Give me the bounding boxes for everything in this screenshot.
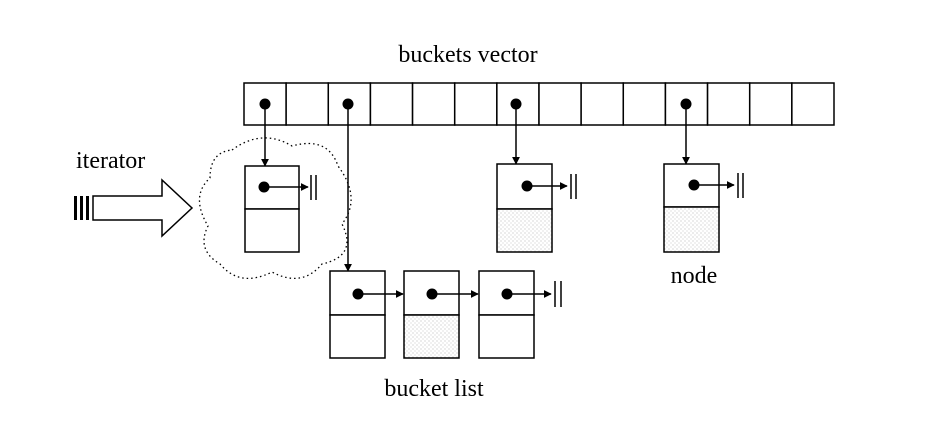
node-label: node	[671, 263, 718, 289]
bucket-cell-13	[791, 82, 835, 126]
node-bucket-10	[663, 163, 744, 253]
bucket-cell-5	[453, 82, 498, 126]
node-iterator	[244, 165, 317, 253]
list-node-3	[478, 270, 562, 359]
bucket-list-label: bucket list	[384, 376, 484, 402]
bucket-cell-7	[538, 82, 582, 126]
iterator-label: iterator	[76, 148, 145, 174]
bucket-cell-3	[369, 82, 414, 126]
bucket-cell-9	[622, 82, 667, 126]
bucket-list	[329, 270, 562, 359]
bucket-pointer-0	[259, 98, 271, 167]
bucket-cell-4	[411, 82, 456, 126]
bucket-cell-11	[706, 82, 751, 126]
buckets-vector	[243, 82, 835, 126]
bucket-pointer-2	[342, 98, 354, 272]
bucket-pointer-10	[680, 98, 692, 165]
list-node-2	[403, 270, 479, 359]
iterator-arrow	[74, 178, 194, 238]
bucket-cell-8	[580, 82, 625, 126]
bucket-cell-1	[285, 82, 330, 126]
bucket-cell-12	[748, 82, 793, 126]
node-bucket-6	[496, 163, 577, 253]
iterator-position-cloud	[198, 137, 352, 280]
buckets-vector-title: buckets vector	[398, 42, 537, 68]
list-node-1	[329, 270, 404, 359]
bucket-pointer-6	[510, 98, 522, 165]
